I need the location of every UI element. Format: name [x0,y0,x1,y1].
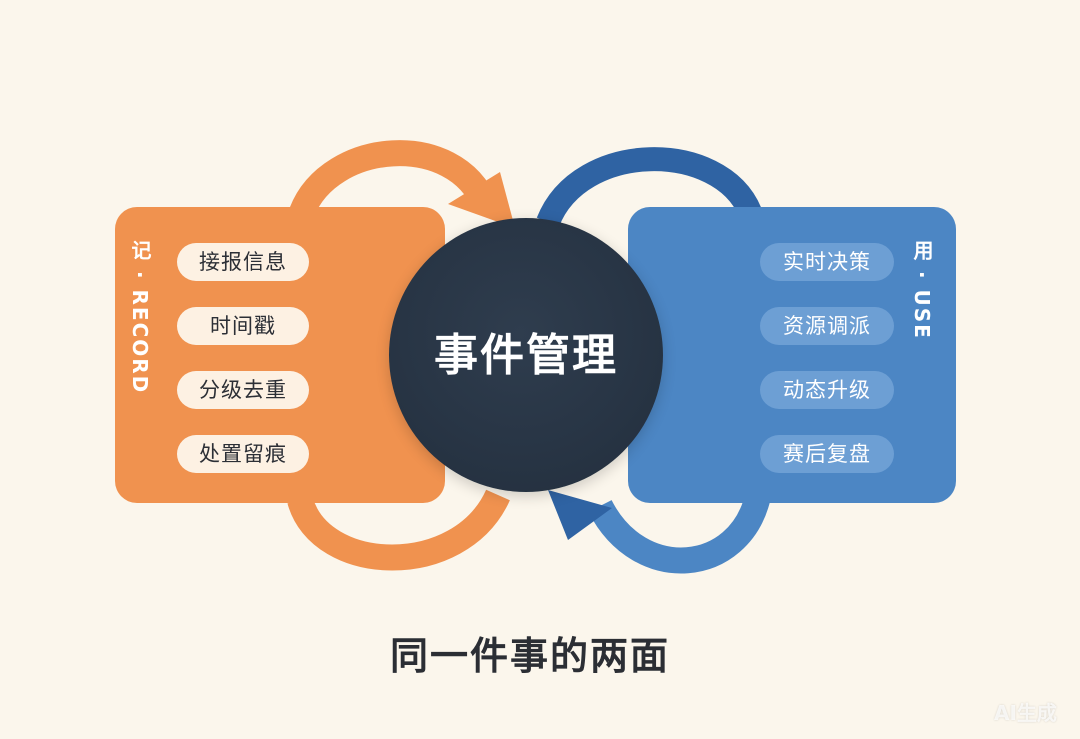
blue-upper-arc [536,147,762,228]
use-item: 实时决策 [760,243,894,281]
record-label: 记 · RECORD [128,240,152,395]
record-item: 时间戳 [177,307,309,345]
orange-upper-arc [289,140,498,218]
watermark: AI生成 [994,701,1057,725]
record-item: 处置留痕 [177,435,309,473]
blue-lower-arc [588,492,771,574]
record-item: 分级去重 [177,371,309,409]
use-item: 动态升级 [760,371,894,409]
center-title: 事件管理 [434,330,618,381]
record-item: 接报信息 [177,243,309,281]
use-item: 资源调派 [760,307,894,345]
blue-arrowhead-icon [548,490,612,540]
orange-arrowhead-icon [448,172,515,228]
use-item: 赛后复盘 [760,435,894,473]
bottom-caption: 同一件事的两面 [389,634,670,678]
orange-lower-arc [287,489,510,571]
use-label: 用 · USE [910,240,934,340]
center-circle [389,218,663,492]
